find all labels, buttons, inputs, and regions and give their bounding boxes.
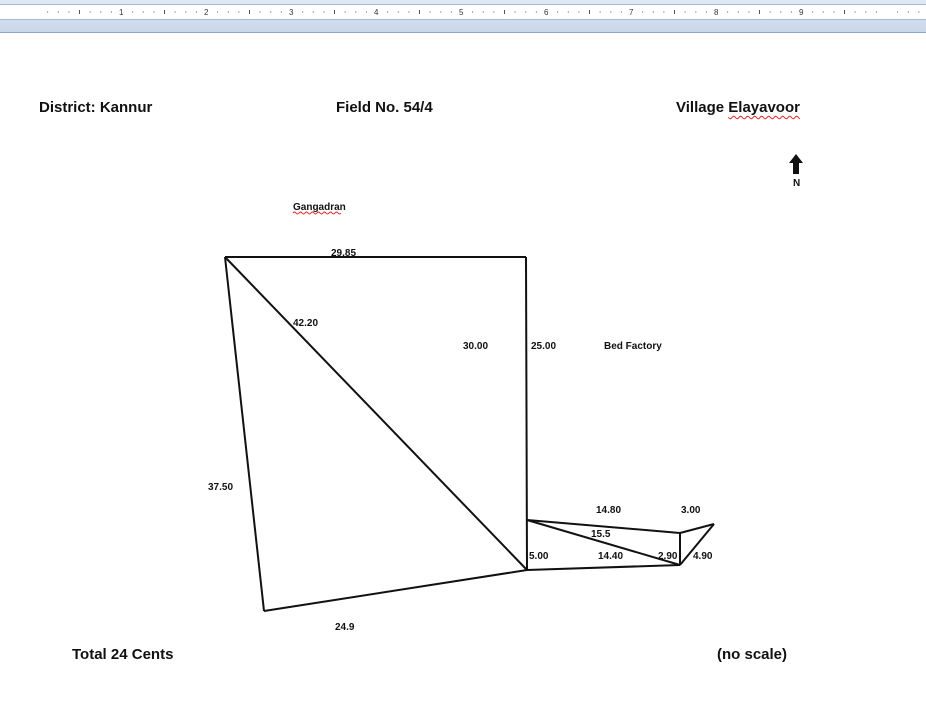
measure-ext-left: 5.00 <box>529 551 549 562</box>
measure-ext-bottom: 14.40 <box>598 551 623 562</box>
measure-outer-right: 25.00 <box>531 341 556 352</box>
north-label: N <box>793 178 800 189</box>
extension-top <box>526 519 681 534</box>
measure-inner-right: 30.00 <box>463 341 488 352</box>
field-number-label: Field No. 54/4 <box>336 99 433 116</box>
extension-tip <box>679 523 715 534</box>
measure-ext-short: 2.90 <box>658 551 678 562</box>
total-area-label: Total 24 Cents <box>72 646 174 663</box>
measure-ext-end: 4.90 <box>693 551 713 562</box>
ruler-number-5: 5 <box>459 8 464 17</box>
measure-diagonal: 42.20 <box>293 318 318 329</box>
measure-ext-top: 14.80 <box>596 505 621 516</box>
ruler-number-8: 8 <box>714 8 719 17</box>
ruler-strip: 1 2 3 4 5 6 7 8 9 <box>0 4 926 20</box>
boundary-left <box>224 256 265 612</box>
ruler-number-6: 6 <box>544 8 549 17</box>
extension-end <box>679 523 715 566</box>
district-label: District: Kannur <box>39 99 153 116</box>
village-label: Village Elayavoor <box>676 99 800 116</box>
measure-ext-diagonal: 15.5 <box>591 529 611 540</box>
ruler-number-3: 3 <box>289 8 294 17</box>
measure-ext-tip: 3.00 <box>681 505 701 516</box>
neighbor-north-label: Gangadran <box>293 202 346 213</box>
village-prefix: Village <box>676 99 729 116</box>
ruler-number-7: 7 <box>629 8 634 17</box>
measure-left: 37.50 <box>208 482 233 493</box>
ruler-number-2: 2 <box>204 8 209 17</box>
horizontal-ruler[interactable]: 1 2 3 4 5 6 7 8 9 <box>0 0 926 33</box>
ruler-number-9: 9 <box>799 8 804 17</box>
boundary-right <box>525 256 528 571</box>
spellcheck-underline <box>292 211 342 215</box>
ruler-ticks: 1 2 3 4 5 6 7 8 9 <box>47 8 920 17</box>
scale-note-label: (no scale) <box>717 646 788 663</box>
north-arrow-icon <box>789 154 803 174</box>
neighbor-east-label: Bed Factory <box>604 341 662 352</box>
ruler-number-1: 1 <box>119 8 124 17</box>
extension-bottom <box>526 564 681 571</box>
village-name: Elayavoor <box>728 99 800 116</box>
ruler-number-4: 4 <box>374 8 379 17</box>
boundary-bottom <box>263 569 528 612</box>
boundary-diagonal <box>224 256 528 571</box>
measure-bottom: 24.9 <box>335 622 355 633</box>
extension-diagonal <box>526 519 681 566</box>
measure-top: 29.85 <box>331 248 356 259</box>
